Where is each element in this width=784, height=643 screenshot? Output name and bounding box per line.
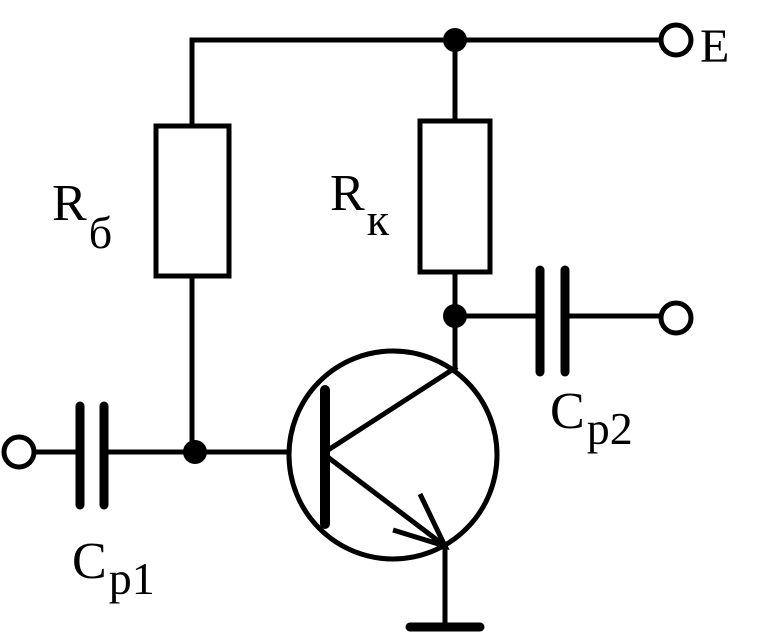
ground	[405, 543, 485, 632]
supply-rail: E	[189, 20, 729, 73]
supply-terminal	[658, 22, 694, 58]
npn-transistor	[286, 348, 500, 562]
supply-label: E	[700, 20, 729, 73]
collector-resistor-body	[417, 118, 493, 275]
base-resistor-label: Rб	[52, 175, 112, 258]
collector-resistor: Rк	[330, 37, 493, 371]
transistor-collector-lead	[321, 364, 459, 456]
input-terminal	[1, 434, 37, 470]
input-capacitor: Ср1	[1, 401, 325, 604]
output-capacitor: Ср2	[452, 265, 694, 454]
input-capacitor-label: Ср1	[72, 533, 155, 604]
collector-resistor-label: Rк	[330, 165, 390, 245]
transistor-emitter-lead	[321, 451, 449, 550]
transistor-envelope	[286, 348, 500, 562]
output-terminal	[658, 300, 694, 336]
base-junction-node	[183, 440, 207, 464]
base-resistor-body	[153, 123, 232, 279]
output-capacitor-label: Ср2	[550, 383, 633, 454]
base-resistor: Rб	[52, 37, 232, 455]
